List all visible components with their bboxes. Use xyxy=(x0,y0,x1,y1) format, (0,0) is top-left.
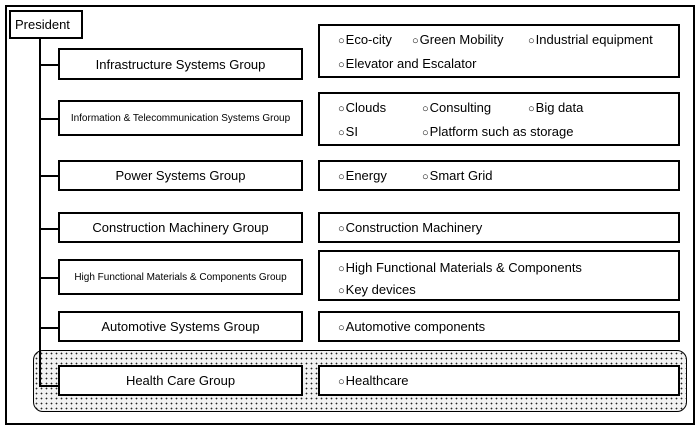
business-item: ○Green Mobility xyxy=(412,32,504,47)
business-box-construction-machinery: ○Construction Machinery xyxy=(318,212,680,243)
group-name: Infrastructure Systems Group xyxy=(95,56,266,72)
business-box-automotive-systems: ○Automotive components xyxy=(318,311,680,342)
connector-line xyxy=(39,64,59,66)
group-name: Health Care Group xyxy=(125,373,236,388)
business-item: ○Smart Grid xyxy=(422,168,493,183)
group-box-construction-machinery: Construction Machinery Group xyxy=(58,212,303,243)
business-item: ○Eco-city xyxy=(338,32,392,47)
connector-line xyxy=(39,175,59,177)
business-box-power-systems: ○Energy ○Smart Grid xyxy=(318,160,680,191)
trunk-line xyxy=(39,38,41,386)
business-item: ○Construction Machinery xyxy=(338,220,483,235)
business-item: ○Energy xyxy=(338,168,387,183)
business-box-information-telecommunication: ○Clouds ○Consulting ○Big data ○SI ○Platf… xyxy=(318,92,680,146)
connector-line xyxy=(39,228,59,230)
president-box: President xyxy=(9,10,83,39)
group-box-infrastructure: Infrastructure Systems Group xyxy=(58,48,303,80)
business-item: ○Industrial equipment xyxy=(528,32,653,47)
president-label: President xyxy=(15,17,70,32)
group-box-information-telecommunication: Information & Telecommunication Systems … xyxy=(58,100,303,136)
group-box-high-functional-materials: High Functional Materials & Components G… xyxy=(58,259,303,295)
group-name: Information & Telecommunication Systems … xyxy=(70,112,291,124)
business-item: ○Consulting xyxy=(422,100,492,115)
connector-line xyxy=(39,385,59,387)
connector-line xyxy=(39,118,59,120)
business-item: ○Healthcare xyxy=(338,373,409,388)
business-item: ○Platform such as storage xyxy=(422,124,574,139)
business-item: ○Automotive components xyxy=(338,319,486,334)
connector-line xyxy=(39,327,59,329)
group-box-automotive-systems: Automotive Systems Group xyxy=(58,311,303,342)
business-item: ○SI xyxy=(338,124,358,139)
group-box-power-systems: Power Systems Group xyxy=(58,160,303,191)
business-box-health-care: ○Healthcare xyxy=(318,365,680,396)
group-name: Automotive Systems Group xyxy=(101,319,260,334)
business-item: ○Key devices xyxy=(338,282,416,297)
business-item: ○Elevator and Escalator xyxy=(338,56,477,71)
business-box-infrastructure: ○Eco-city ○Green Mobility ○Industrial eq… xyxy=(318,24,680,78)
group-name: Construction Machinery Group xyxy=(92,220,269,235)
business-item: ○Clouds xyxy=(338,100,387,115)
group-name: Power Systems Group xyxy=(115,168,246,183)
business-box-high-functional-materials: ○High Functional Materials & Components … xyxy=(318,250,680,301)
business-item: ○Big data xyxy=(528,100,584,115)
connector-line xyxy=(39,277,59,279)
business-item: ○High Functional Materials & Components xyxy=(338,260,582,275)
group-box-health-care: Health Care Group xyxy=(58,365,303,396)
group-name: High Functional Materials & Components G… xyxy=(74,271,287,283)
